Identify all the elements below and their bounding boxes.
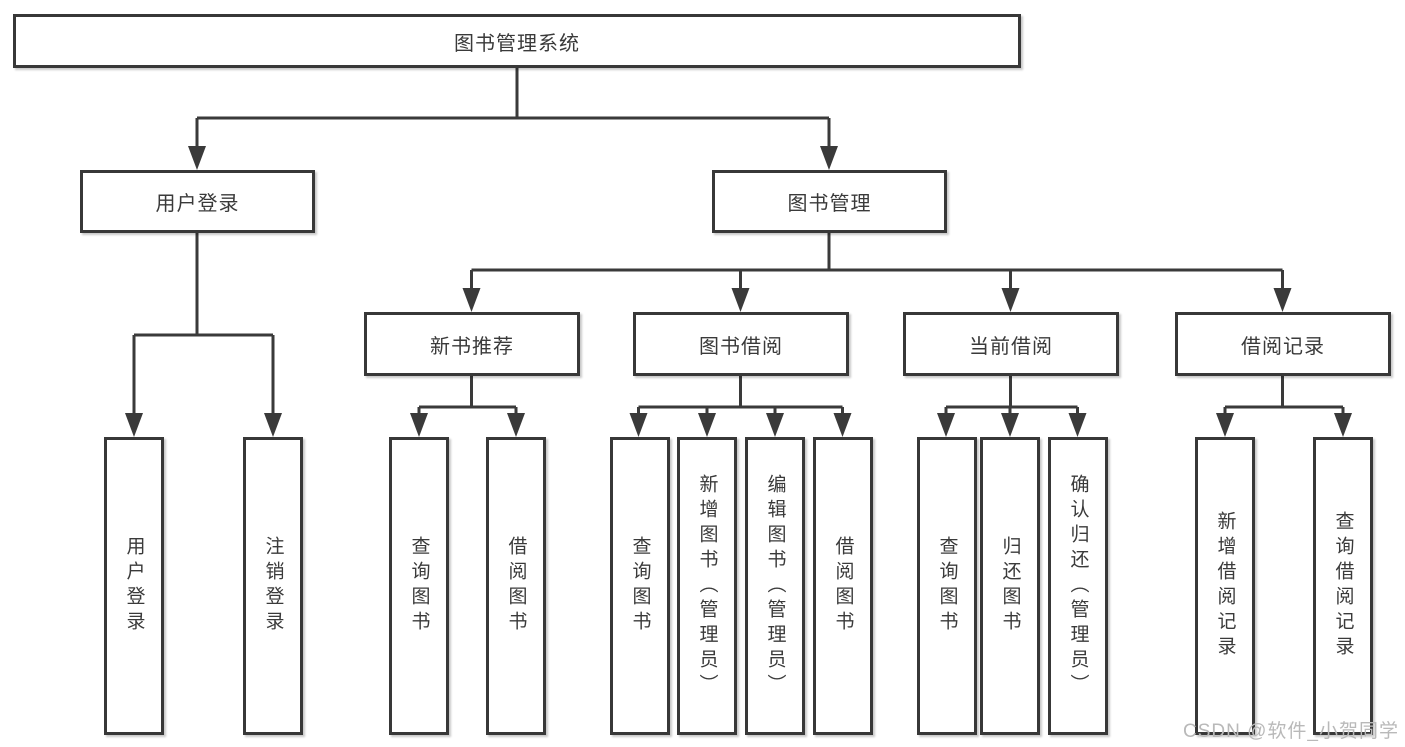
leaf-borrowing-borrow-books-label: 借阅图书 bbox=[832, 536, 854, 636]
node-book-management: 图书管理 bbox=[712, 170, 947, 233]
leaf-logout-label: 注销登录 bbox=[262, 536, 284, 636]
leaf-borrowing-query-books: 查询图书 bbox=[610, 437, 670, 735]
leaf-current-return-books: 归还图书 bbox=[980, 437, 1040, 735]
node-root: 图书管理系统 bbox=[13, 14, 1021, 68]
leaf-borrowing-add-books-admin: 新增图书（管理员） bbox=[677, 437, 737, 735]
node-user-login-label: 用户登录 bbox=[155, 193, 240, 215]
connector-current-borrowing-to-leaves bbox=[944, 376, 1079, 418]
leaf-current-confirm-return-admin-label: 确认归还（管理员） bbox=[1067, 473, 1089, 699]
connector-user-login-to-leaves bbox=[132, 233, 275, 418]
connector-book-management-to-level3 bbox=[470, 233, 1284, 293]
leaf-recommend-query-books-label: 查询图书 bbox=[408, 536, 430, 636]
node-current-borrowing: 当前借阅 bbox=[903, 312, 1119, 376]
node-user-login: 用户登录 bbox=[80, 170, 315, 233]
connector-book-borrowing-to-leaves bbox=[637, 376, 844, 418]
node-book-borrowing: 图书借阅 bbox=[633, 312, 849, 376]
node-book-borrowing-label: 图书借阅 bbox=[699, 335, 783, 358]
connector-root-to-level2 bbox=[195, 68, 831, 150]
leaf-records-add-record-label: 新增借阅记录 bbox=[1214, 511, 1236, 661]
arrowheads bbox=[125, 146, 1352, 437]
leaf-recommend-borrow-books: 借阅图书 bbox=[486, 437, 546, 735]
leaf-borrowing-add-books-admin-label: 新增图书（管理员） bbox=[696, 473, 718, 699]
connector-new-book-to-leaves bbox=[417, 376, 518, 418]
leaf-records-query-record-label: 查询借阅记录 bbox=[1332, 511, 1354, 661]
leaf-recommend-borrow-books-label: 借阅图书 bbox=[505, 536, 527, 636]
leaf-user-login-label: 用户登录 bbox=[123, 536, 145, 636]
node-root-label: 图书管理系统 bbox=[454, 32, 580, 55]
node-book-management-label: 图书管理 bbox=[787, 193, 872, 215]
leaf-borrowing-query-books-label: 查询图书 bbox=[629, 536, 651, 636]
node-borrowing-records-label: 借阅记录 bbox=[1241, 335, 1325, 358]
leaf-borrowing-edit-books-admin-label: 编辑图书（管理员） bbox=[764, 473, 786, 699]
leaf-user-login: 用户登录 bbox=[104, 437, 164, 735]
watermark-text: CSDN @软件_小贺同学 bbox=[1183, 721, 1399, 742]
leaf-recommend-query-books: 查询图书 bbox=[389, 437, 449, 735]
leaf-borrowing-borrow-books: 借阅图书 bbox=[813, 437, 873, 735]
node-current-borrowing-label: 当前借阅 bbox=[969, 335, 1053, 358]
leaf-logout: 注销登录 bbox=[243, 437, 303, 735]
leaf-current-confirm-return-admin: 确认归还（管理员） bbox=[1048, 437, 1108, 735]
node-new-book-recommendation-label: 新书推荐 bbox=[430, 335, 514, 358]
leaf-current-query-books-label: 查询图书 bbox=[936, 536, 958, 636]
node-borrowing-records: 借阅记录 bbox=[1175, 312, 1391, 376]
leaf-current-return-books-label: 归还图书 bbox=[999, 536, 1021, 636]
leaf-borrowing-edit-books-admin: 编辑图书（管理员） bbox=[745, 437, 805, 735]
leaf-current-query-books: 查询图书 bbox=[917, 437, 977, 735]
connector-borrowing-records-to-leaves bbox=[1223, 376, 1345, 418]
leaf-records-query-record: 查询借阅记录 bbox=[1313, 437, 1373, 735]
node-new-book-recommendation: 新书推荐 bbox=[364, 312, 580, 376]
leaf-records-add-record: 新增借阅记录 bbox=[1195, 437, 1255, 735]
